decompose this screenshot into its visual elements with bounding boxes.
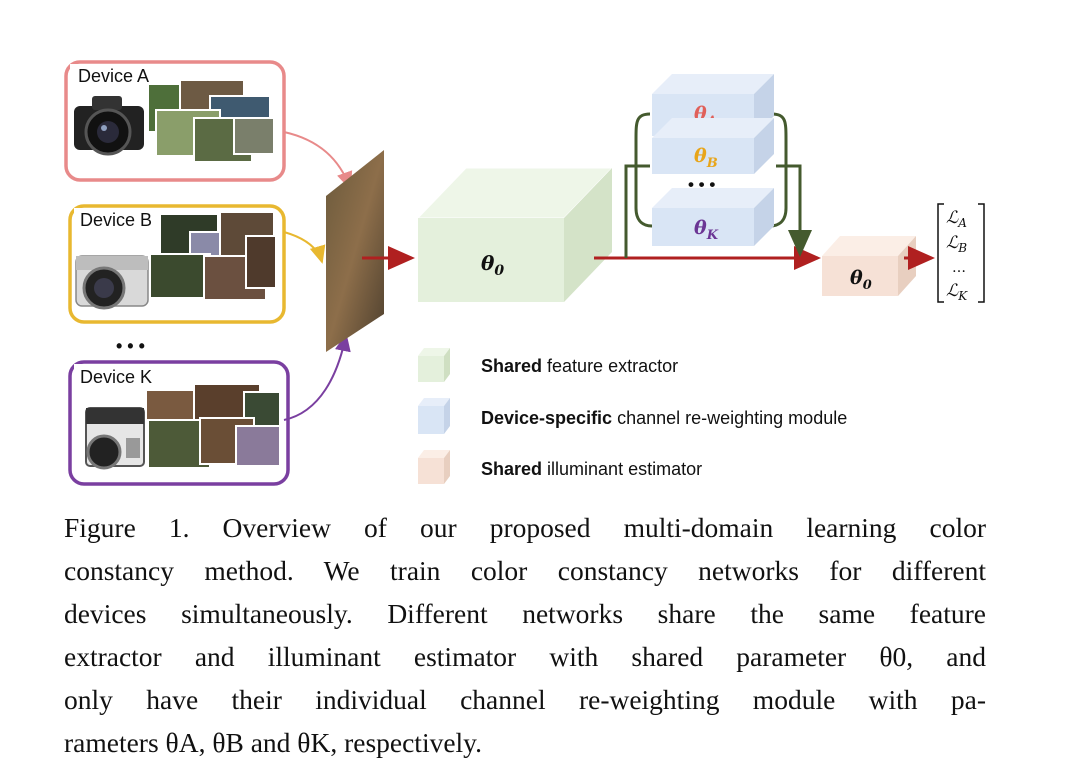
- figure-caption: Figure 1. Overview of our proposed multi…: [64, 506, 986, 764]
- legend-swatch: [418, 356, 444, 382]
- loss-ellipsis: …: [952, 260, 966, 276]
- caption-line: devices simultaneously. Different networ…: [64, 598, 986, 629]
- caption-line: constancy method. We train color constan…: [64, 555, 986, 586]
- illuminant-estimator-block: θ0: [822, 236, 916, 296]
- camera-icon: [74, 96, 144, 156]
- legend-item-estimator: Shared illuminant estimator: [418, 450, 702, 484]
- device-b-group: Device B: [68, 204, 286, 324]
- input-image-stack: [326, 150, 384, 352]
- camera-icon: [75, 255, 149, 310]
- photo-stack-b: [149, 211, 277, 301]
- caption-line: extractor and illuminant estimator with …: [64, 641, 986, 672]
- caption-line: rameters θA, θB and θK, respectively.: [64, 727, 483, 758]
- device-k-group: Device K: [68, 360, 290, 486]
- arrow-device-k: [283, 333, 351, 421]
- device-k-label: Device K: [80, 367, 152, 387]
- arrow-device-b: [283, 231, 326, 264]
- device-b-frame: [68, 204, 286, 324]
- legend-swatch: [418, 406, 444, 434]
- branch-left-outer: [624, 164, 650, 258]
- loss-b: ℒB: [946, 233, 967, 255]
- photo-stack-k: [145, 383, 281, 469]
- overview-diagram: Device A Device B: [64, 60, 985, 486]
- legend-label: Shared feature extractor: [481, 356, 678, 376]
- loss-k: ℒK: [946, 281, 968, 303]
- legend: Shared feature extractor Device-specific…: [418, 348, 847, 484]
- legend-swatch: [418, 458, 444, 484]
- loss-vector: ℒA ℒB … ℒK: [937, 203, 985, 303]
- device-ellipsis: • • •: [116, 336, 145, 356]
- photo-stack-a: [147, 79, 275, 163]
- channel-module-k: θK: [652, 188, 774, 246]
- caption-line: Figure 1. Overview of our proposed multi…: [64, 512, 986, 543]
- caption-line: only have their individual channel re-we…: [64, 684, 986, 715]
- device-b-label: Device B: [80, 210, 152, 230]
- branch-left-inner: [634, 112, 653, 228]
- device-k-frame: [68, 360, 290, 486]
- device-a-frame: [64, 60, 286, 182]
- arrow-device-a: [283, 131, 353, 190]
- branch-right-inner: [769, 112, 788, 228]
- legend-label: Shared illuminant estimator: [481, 459, 702, 479]
- legend-label: Device-specific channel re-weighting mod…: [481, 408, 847, 428]
- loss-a: ℒA: [946, 208, 967, 230]
- channel-module-b: θB: [652, 118, 774, 174]
- legend-item-feature-extractor: Shared feature extractor: [418, 348, 678, 382]
- camera-icon: [85, 407, 145, 470]
- feature-extractor-block: θ0: [416, 167, 614, 302]
- device-a-group: Device A: [64, 60, 286, 182]
- device-a-label: Device A: [78, 66, 149, 86]
- branch-right-outer: [776, 164, 812, 257]
- legend-item-channel-module: Device-specific channel re-weighting mod…: [418, 398, 847, 434]
